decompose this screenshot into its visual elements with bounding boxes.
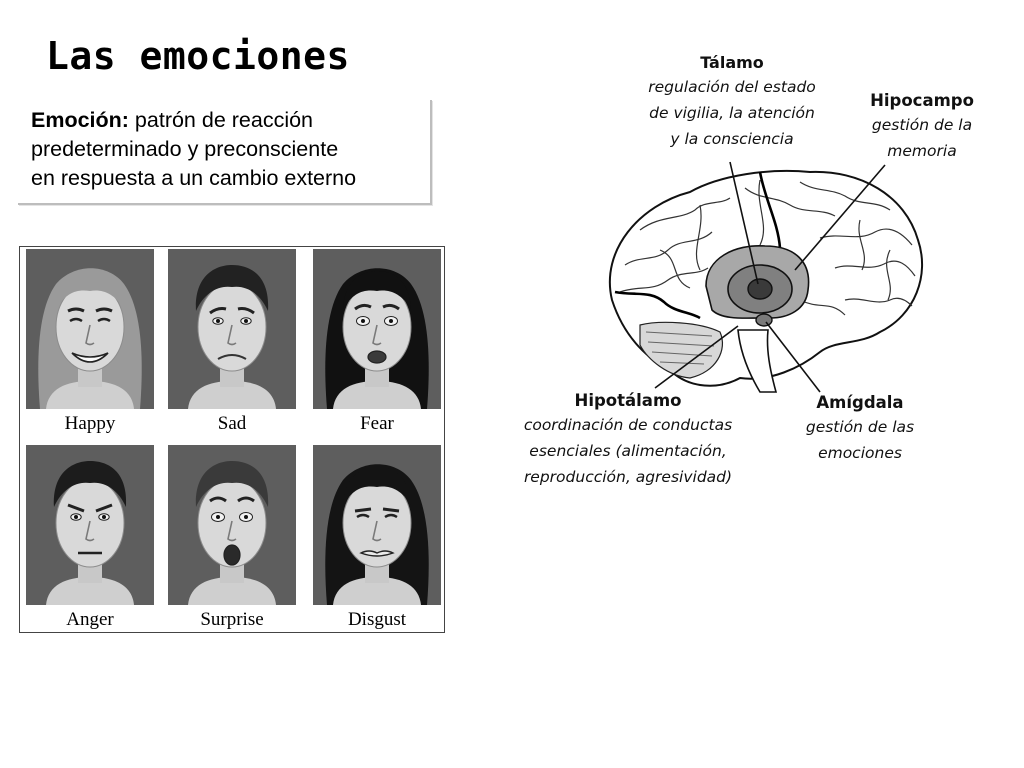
pupil-right bbox=[102, 515, 106, 519]
nose bbox=[85, 324, 95, 346]
hair-top bbox=[343, 467, 411, 505]
hair-top bbox=[195, 461, 269, 507]
hipotalamo-desc-1: coordinación de conductas bbox=[523, 416, 733, 434]
hair-top bbox=[56, 271, 124, 309]
pointer-talamo bbox=[729, 161, 759, 285]
hipotalamo-desc-2: esenciales (alimentación, bbox=[529, 442, 727, 460]
mouth bbox=[367, 350, 387, 364]
hair-top bbox=[343, 271, 411, 309]
hipotalamo-desc-3: reproducción, agresividad) bbox=[523, 468, 733, 486]
face-photo-fear bbox=[313, 249, 441, 409]
mouth bbox=[217, 354, 247, 360]
eyebrows bbox=[67, 307, 113, 313]
shoulders bbox=[188, 381, 276, 409]
nose bbox=[227, 520, 237, 542]
face-photo-sad bbox=[168, 249, 296, 409]
eyes bbox=[356, 513, 398, 519]
brainstem bbox=[737, 329, 778, 393]
amigdala-desc-2: emociones bbox=[818, 444, 902, 462]
pointer-amigdala bbox=[765, 321, 821, 393]
pupil-right bbox=[244, 515, 248, 519]
nose bbox=[85, 520, 95, 542]
pupil-right bbox=[244, 319, 248, 323]
pointer-lines bbox=[654, 161, 886, 393]
mouth bbox=[71, 352, 109, 363]
hipotalamo-name: Hipotálamo bbox=[574, 391, 682, 410]
pointer-hipocampo bbox=[794, 164, 886, 271]
pointer-hipotalamo bbox=[654, 325, 739, 389]
shoulders bbox=[46, 381, 134, 409]
face-label-happy: Happy bbox=[64, 413, 116, 434]
eyebrows bbox=[209, 496, 255, 503]
talamo-desc-2: de vigilia, la atención bbox=[649, 104, 815, 122]
sulci-thick bbox=[614, 171, 782, 320]
face-label-disgust: Disgust bbox=[347, 609, 407, 630]
face-photo-surprise bbox=[168, 445, 296, 605]
cerebellum bbox=[639, 321, 724, 379]
nose bbox=[372, 520, 382, 542]
emotion-faces-grid: Happy Sad Fear Anger Surprise Disgust bbox=[19, 246, 445, 633]
definition-line-3: en respuesta a un cambio externo bbox=[31, 166, 357, 190]
eyebrows bbox=[209, 307, 255, 315]
definition-term: Emoción: bbox=[31, 108, 129, 132]
face-label-fear: Fear bbox=[360, 413, 394, 434]
gyri-lines bbox=[619, 179, 916, 316]
face-photo-disgust bbox=[313, 445, 441, 605]
eyebrows bbox=[354, 303, 400, 311]
label-hipocampo: Hipocampo gestión de la memoria bbox=[852, 90, 992, 164]
shoulders bbox=[333, 381, 421, 409]
pupil-left bbox=[216, 515, 220, 519]
pupil-left bbox=[216, 319, 220, 323]
mouth bbox=[223, 544, 241, 566]
amygdala-node bbox=[755, 313, 773, 327]
shoulders bbox=[46, 577, 134, 605]
hipocampo-name: Hipocampo bbox=[870, 91, 974, 110]
definition-line-2: predeterminado y preconsciente bbox=[31, 137, 339, 161]
shoulders bbox=[333, 577, 421, 605]
eyebrows bbox=[67, 503, 113, 513]
face-photo-happy bbox=[26, 249, 154, 409]
page-title: Las emociones bbox=[46, 34, 350, 78]
talamo-name: Tálamo bbox=[700, 53, 764, 72]
label-talamo: Tálamo regulación del estado de vigilia,… bbox=[612, 52, 852, 152]
face-label-anger: Anger bbox=[66, 609, 114, 630]
hair-top bbox=[53, 461, 127, 507]
nose bbox=[227, 324, 237, 346]
talamo-desc-1: regulación del estado bbox=[648, 78, 816, 96]
hair-top bbox=[195, 265, 269, 311]
face-photo-anger bbox=[26, 445, 154, 605]
face-label-sad: Sad bbox=[217, 413, 247, 434]
shoulders bbox=[188, 577, 276, 605]
definition-line-1: patrón de reacción bbox=[128, 108, 314, 132]
amigdala-name: Amígdala bbox=[816, 393, 904, 412]
face-label-surprise: Surprise bbox=[200, 609, 264, 630]
pupil-right bbox=[389, 319, 393, 323]
definition-box: Emoción: patrón de reacción predetermina… bbox=[18, 100, 432, 205]
nose bbox=[372, 324, 382, 346]
eyebrows bbox=[354, 507, 400, 513]
pupil-left bbox=[74, 515, 78, 519]
mouth bbox=[359, 550, 395, 557]
label-hipotalamo: Hipotálamo coordinación de conductas ese… bbox=[498, 390, 758, 490]
hipocampo-desc-2: memoria bbox=[887, 142, 957, 160]
label-amigdala: Amígdala gestión de las emociones bbox=[780, 392, 940, 466]
pupil-left bbox=[361, 319, 365, 323]
eyes bbox=[69, 317, 111, 323]
thalamus-inner bbox=[747, 278, 773, 300]
definition-text: Emoción: patrón de reacción predetermina… bbox=[31, 106, 431, 193]
hipocampo-desc-1: gestión de la bbox=[871, 116, 973, 134]
amigdala-desc-1: gestión de las bbox=[805, 418, 915, 436]
talamo-desc-3: y la consciencia bbox=[670, 130, 794, 148]
